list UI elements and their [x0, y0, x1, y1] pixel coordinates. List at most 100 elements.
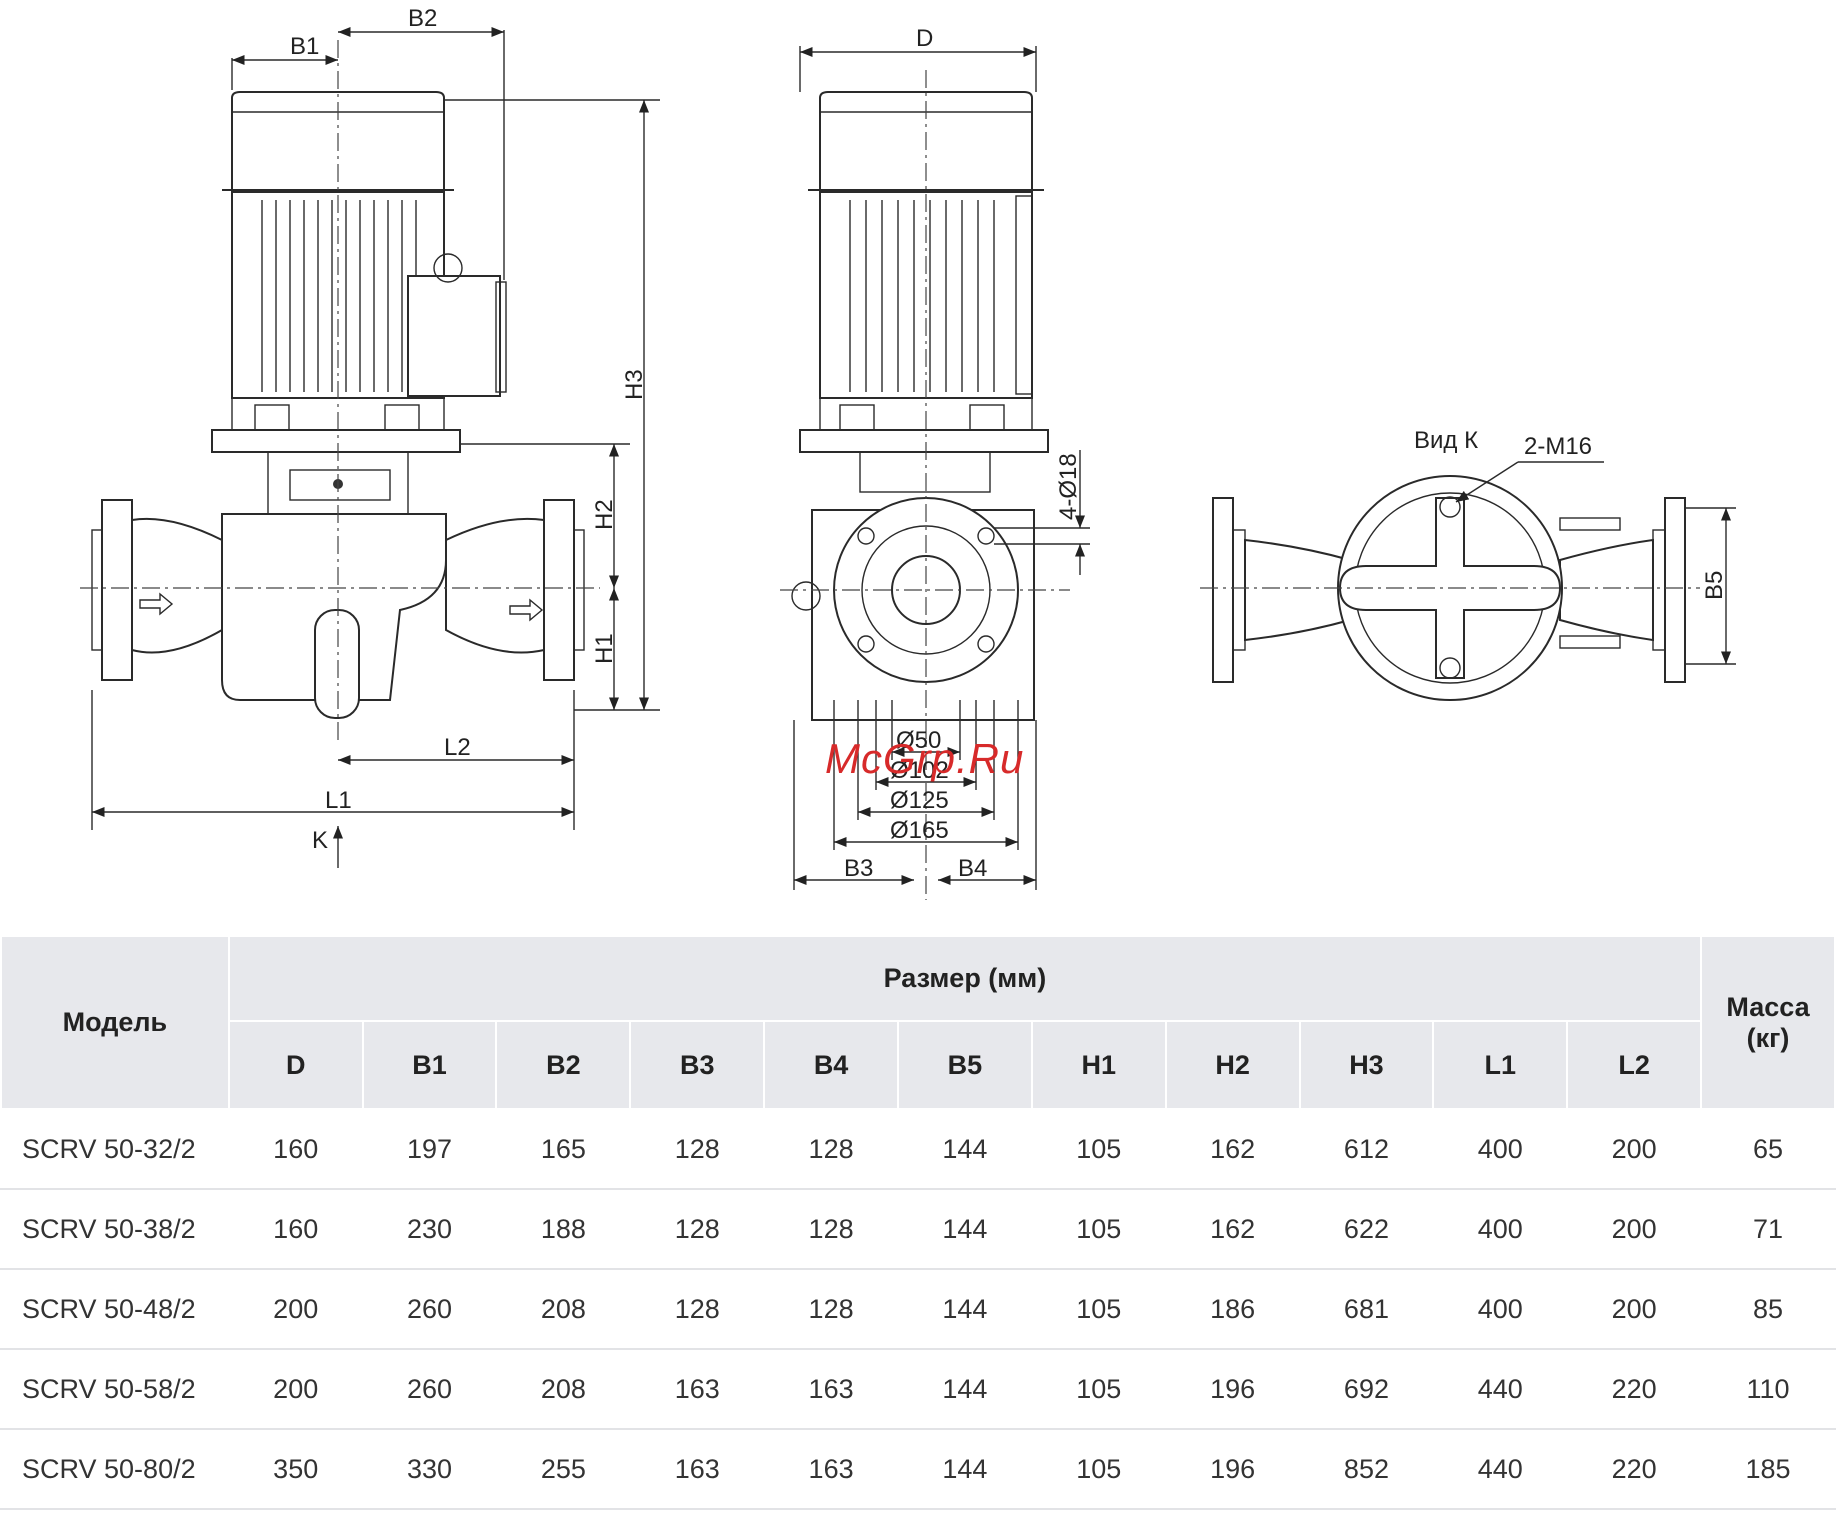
value-cell: 220: [1566, 1349, 1703, 1430]
value-cell: 260: [361, 1349, 498, 1430]
value-cell: 196: [1164, 1349, 1301, 1430]
value-cell: 200: [1566, 1109, 1703, 1190]
value-cell: 400: [1432, 1109, 1569, 1190]
value-cell: 105: [1030, 1109, 1167, 1190]
mass-cell: 71: [1700, 1189, 1836, 1270]
value-cell: 208: [495, 1269, 632, 1350]
model-cell: SCRV 50-48/2: [0, 1269, 230, 1350]
top-view-dimensions: Вид К 2-M16 B5: [1414, 427, 1736, 665]
watermark-text: McGrp.Ru: [825, 735, 1025, 782]
mass-cell: 185: [1700, 1429, 1836, 1510]
k-arrow-label: K: [312, 827, 328, 854]
dim-b4: B4: [958, 855, 987, 882]
value-cell: 220: [1566, 1429, 1703, 1510]
dim-b3: B3: [844, 855, 873, 882]
value-cell: 105: [1030, 1269, 1167, 1350]
mass-cell: 110: [1700, 1349, 1836, 1430]
bolt-label: 2-M16: [1524, 433, 1592, 460]
value-cell: 163: [629, 1429, 766, 1510]
column-header: H2: [1164, 1020, 1301, 1110]
value-cell: 163: [763, 1349, 899, 1430]
side-view: [780, 70, 1070, 900]
dim-b2: B2: [408, 5, 437, 32]
value-cell: 200: [227, 1349, 364, 1430]
value-cell: 128: [629, 1269, 766, 1350]
value-cell: 196: [1164, 1429, 1301, 1510]
front-view-dimensions: B1 B2 H3 H2 H1 L2 L1 K: [91, 5, 660, 868]
value-cell: 440: [1432, 1349, 1569, 1430]
column-header: H3: [1298, 1020, 1435, 1110]
model-cell: SCRV 50-58/2: [0, 1349, 230, 1430]
dim-b1: B1: [290, 33, 319, 60]
value-cell: 163: [763, 1429, 899, 1510]
model-cell: SCRV 50-32/2: [0, 1109, 230, 1190]
dim-dia-125: Ø125: [890, 787, 949, 814]
dim-h3: H3: [621, 369, 648, 400]
column-header: B3: [629, 1020, 766, 1110]
value-cell: 260: [361, 1269, 498, 1350]
value-cell: 105: [1030, 1189, 1167, 1270]
column-header: B1: [361, 1020, 498, 1110]
value-cell: 144: [897, 1189, 1033, 1270]
pump-drawing-svg: B1 B2 H3 H2 H1 L2 L1 K: [80, 5, 1736, 900]
dim-l2: L2: [444, 734, 471, 761]
dim-h2: H2: [591, 499, 618, 530]
value-cell: 165: [495, 1109, 632, 1190]
value-cell: 128: [629, 1189, 766, 1270]
value-cell: 144: [897, 1269, 1033, 1350]
value-cell: 330: [361, 1429, 498, 1510]
value-cell: 128: [763, 1109, 899, 1190]
value-cell: 162: [1164, 1109, 1301, 1190]
value-cell: 160: [227, 1109, 364, 1190]
value-cell: 400: [1432, 1189, 1569, 1270]
side-view-dimensions: D 4-Ø18 Ø50 Ø102 Ø125 Ø165 B3 B4: [793, 25, 1090, 890]
mass-cell: 85: [1700, 1269, 1836, 1350]
size-header: Размер (мм): [227, 935, 1703, 1022]
top-view: [1200, 475, 1700, 701]
model-cell: SCRV 50-38/2: [0, 1189, 230, 1270]
value-cell: 200: [227, 1269, 364, 1350]
value-cell: 440: [1432, 1429, 1569, 1510]
value-cell: 230: [361, 1189, 498, 1270]
value-cell: 692: [1298, 1349, 1435, 1430]
value-cell: 128: [763, 1269, 899, 1350]
value-cell: 128: [629, 1109, 766, 1190]
value-cell: 162: [1164, 1189, 1301, 1270]
value-cell: 622: [1298, 1189, 1435, 1270]
model-cell: SCRV 50-80/2: [0, 1429, 230, 1510]
column-header: B4: [763, 1020, 899, 1110]
dim-dia-165: Ø165: [890, 817, 949, 844]
value-cell: 144: [897, 1349, 1033, 1430]
value-cell: 612: [1298, 1109, 1435, 1190]
technical-drawing: B1 B2 H3 H2 H1 L2 L1 K: [80, 5, 1736, 900]
value-cell: 350: [227, 1429, 364, 1510]
dim-d: D: [916, 25, 933, 52]
value-cell: 163: [629, 1349, 766, 1430]
dim-dia-50: Ø50: [896, 727, 941, 754]
column-header: D: [227, 1020, 364, 1110]
column-header: H1: [1030, 1020, 1167, 1110]
mass-header: Масса (кг): [1700, 935, 1836, 1110]
value-cell: 681: [1298, 1269, 1435, 1350]
mass-header-line1: Масса: [1726, 991, 1810, 1022]
dim-h1: H1: [591, 633, 618, 664]
dim-b5: B5: [1701, 571, 1728, 600]
column-header: B2: [495, 1020, 632, 1110]
value-cell: 200: [1566, 1269, 1703, 1350]
value-cell: 105: [1030, 1349, 1167, 1430]
value-cell: 144: [897, 1429, 1033, 1510]
value-cell: 255: [495, 1429, 632, 1510]
value-cell: 105: [1030, 1429, 1167, 1510]
column-header: B5: [897, 1020, 1033, 1110]
value-cell: 208: [495, 1349, 632, 1430]
dim-holes: 4-Ø18: [1055, 453, 1082, 520]
mass-header-line2: (кг): [1746, 1022, 1790, 1053]
value-cell: 160: [227, 1189, 364, 1270]
value-cell: 197: [361, 1109, 498, 1190]
